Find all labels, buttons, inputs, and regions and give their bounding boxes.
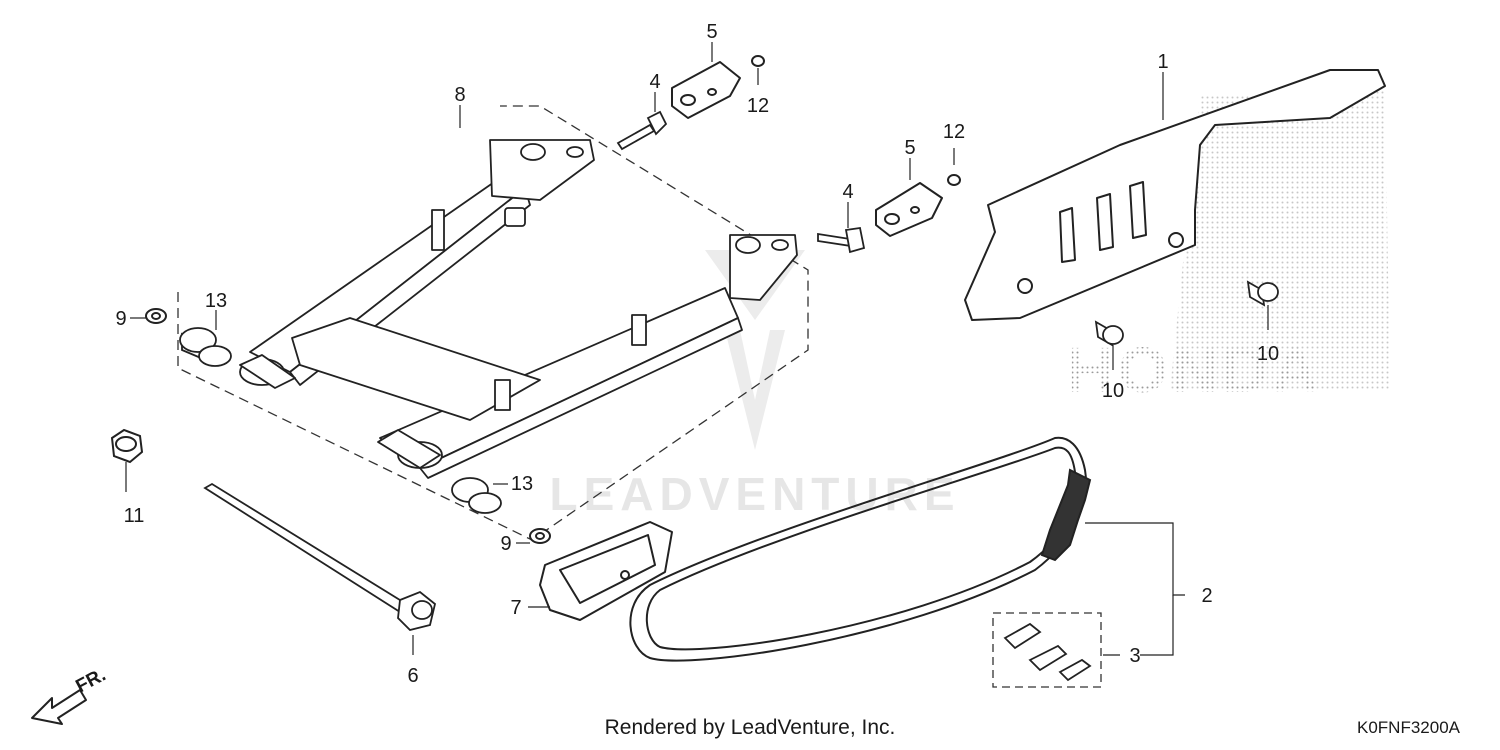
callout-1[interactable]: 1: [1157, 51, 1168, 73]
front-arrow-icon: [31, 689, 87, 725]
master-link-box: [992, 612, 1102, 688]
chain-case[interactable]: [964, 69, 1386, 321]
case-screw-right[interactable]: [1246, 280, 1279, 307]
honda-logo: HONDA: [1068, 90, 1390, 406]
washer-upper[interactable]: [145, 308, 167, 324]
footer-credit: Rendered by LeadVenture, Inc.: [604, 716, 896, 739]
callout-10-left[interactable]: 10: [1102, 380, 1124, 402]
callout-10-right[interactable]: 10: [1257, 343, 1279, 365]
callout-13-upper[interactable]: 13: [205, 290, 227, 312]
callout-9-upper[interactable]: 9: [115, 308, 126, 330]
callout-4-upper[interactable]: 4: [649, 71, 660, 93]
callout-12-upper[interactable]: 12: [747, 95, 769, 117]
callout-9-lower[interactable]: 9: [500, 533, 511, 555]
callout-11[interactable]: 11: [124, 505, 145, 527]
callout-12-lower[interactable]: 12: [943, 121, 965, 143]
washer-lower[interactable]: [529, 528, 551, 544]
callout-labels: 1 2 3 4 4 5 5 6 7 8 9 9 10 10 11 12 12 1…: [115, 21, 1279, 687]
o-ring-lower[interactable]: [947, 174, 961, 186]
callout-4-lower[interactable]: 4: [842, 181, 853, 203]
adjuster-plate-lower[interactable]: [875, 182, 943, 237]
drive-chain[interactable]: [629, 436, 1092, 662]
case-screw-left[interactable]: [1094, 320, 1124, 347]
callout-3[interactable]: 3: [1129, 645, 1140, 667]
watermark: LEADVENTURE: [549, 250, 960, 520]
chain-slider[interactable]: [539, 521, 673, 621]
pivot-bolt[interactable]: [203, 482, 437, 631]
adjuster-bolt-upper[interactable]: [616, 110, 668, 151]
swingarm-assembly-box: [177, 105, 809, 541]
callout-5-lower[interactable]: 5: [904, 137, 915, 159]
pivot-nut[interactable]: [110, 428, 144, 464]
o-ring-upper[interactable]: [751, 55, 765, 67]
diagram-code: K0FNF3200A: [1357, 718, 1460, 737]
callout-13-lower[interactable]: 13: [511, 473, 533, 495]
adjuster-bolt-lower[interactable]: [817, 226, 866, 254]
leader-lines: [125, 42, 1269, 656]
master-link[interactable]: [1003, 622, 1092, 682]
callout-2[interactable]: 2: [1201, 585, 1212, 607]
callout-7[interactable]: 7: [510, 597, 521, 619]
pivot-bushing-lower[interactable]: [451, 477, 502, 514]
watermark-text: LEADVENTURE: [549, 468, 960, 520]
callout-8[interactable]: 8: [454, 84, 465, 106]
callout-6[interactable]: 6: [407, 665, 418, 687]
adjuster-plate-upper[interactable]: [671, 61, 741, 119]
pivot-bushing-upper[interactable]: [179, 327, 232, 367]
honda-brand-text: HONDA: [1068, 334, 1323, 406]
callout-5-upper[interactable]: 5: [706, 21, 717, 43]
swingarm[interactable]: [239, 139, 798, 479]
